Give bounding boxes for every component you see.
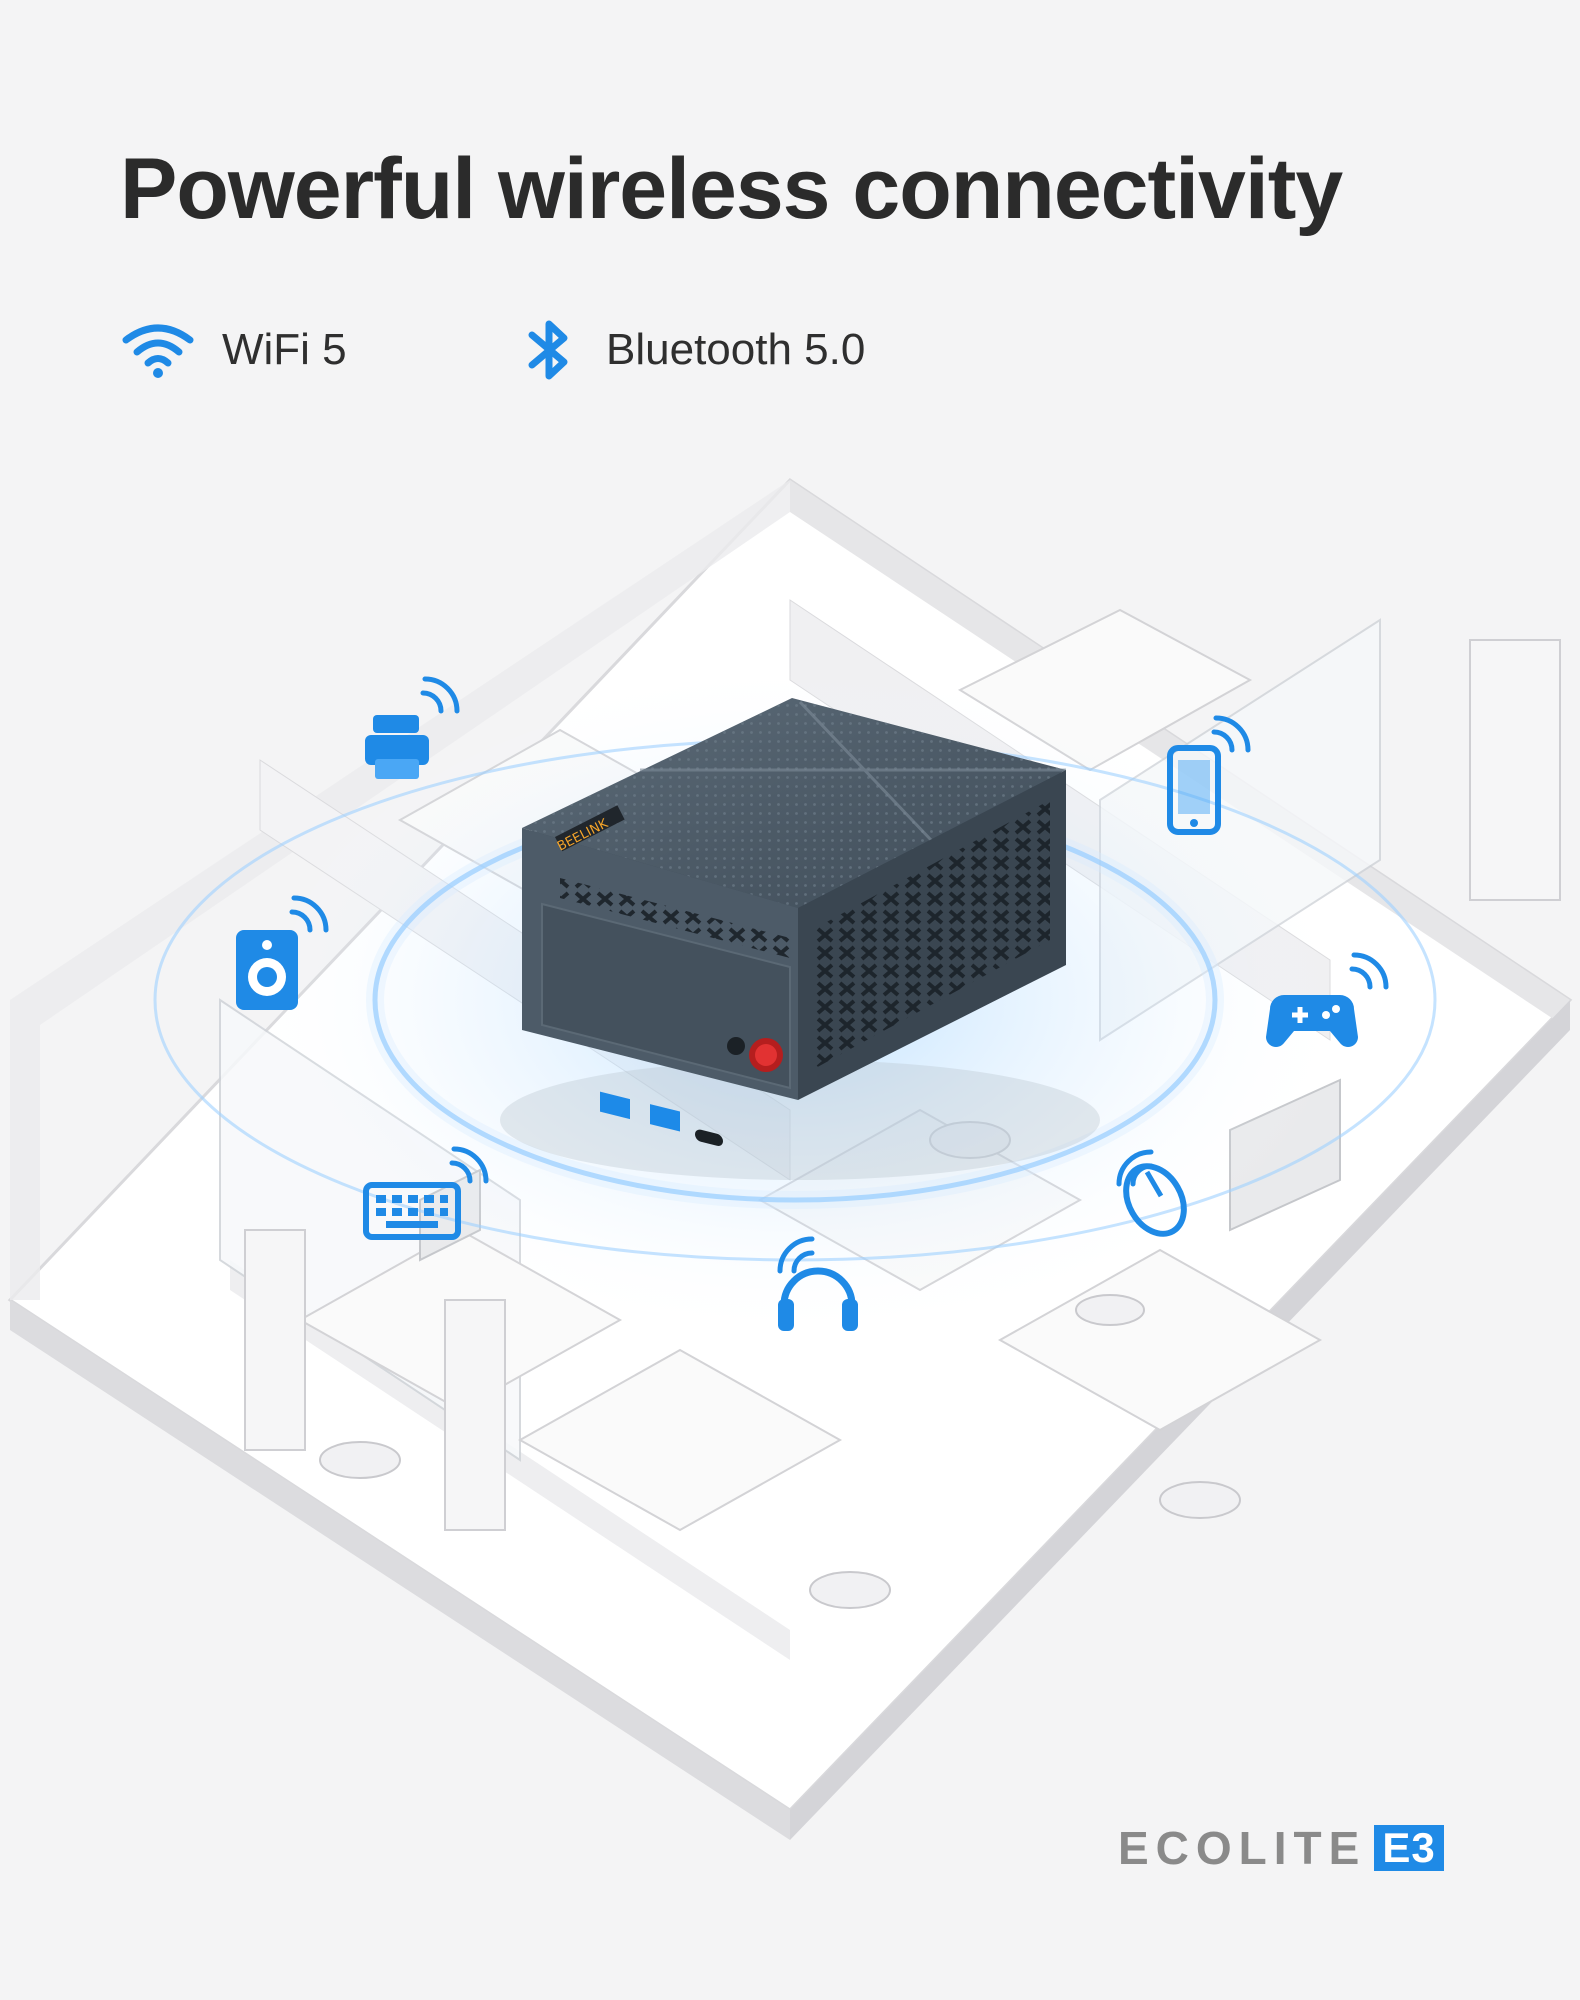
mini-pc-device: BEELINK <box>500 698 1100 1180</box>
office-scene-illustration: BEELINK <box>7 478 1573 1840</box>
feature-wifi-label: WiFi 5 <box>222 325 347 374</box>
phone-icon <box>1167 715 1251 835</box>
printer-icon <box>365 676 460 779</box>
keyboard-icon <box>363 1146 489 1240</box>
connected-devices <box>236 676 1389 1331</box>
speaker-icon <box>236 895 329 1010</box>
gamepad-icon <box>1266 952 1389 1047</box>
headphones-icon <box>777 1236 858 1331</box>
page-title: Powerful wireless connectivity <box>120 141 1343 237</box>
brand-model-badge: E3 <box>1374 1825 1444 1871</box>
feature-bluetooth-label: Bluetooth 5.0 <box>606 325 866 374</box>
mouse-icon <box>1116 1149 1187 1237</box>
bluetooth-icon <box>528 320 568 380</box>
feature-bluetooth: Bluetooth 5.0 <box>520 315 865 385</box>
feature-wifi: WiFi 5 <box>122 315 347 385</box>
brand-wordmark: ECOLITE <box>1118 1822 1367 1874</box>
brand-logo: ECOLITE E3 <box>1118 1822 1444 1874</box>
wifi-icon <box>122 324 194 378</box>
